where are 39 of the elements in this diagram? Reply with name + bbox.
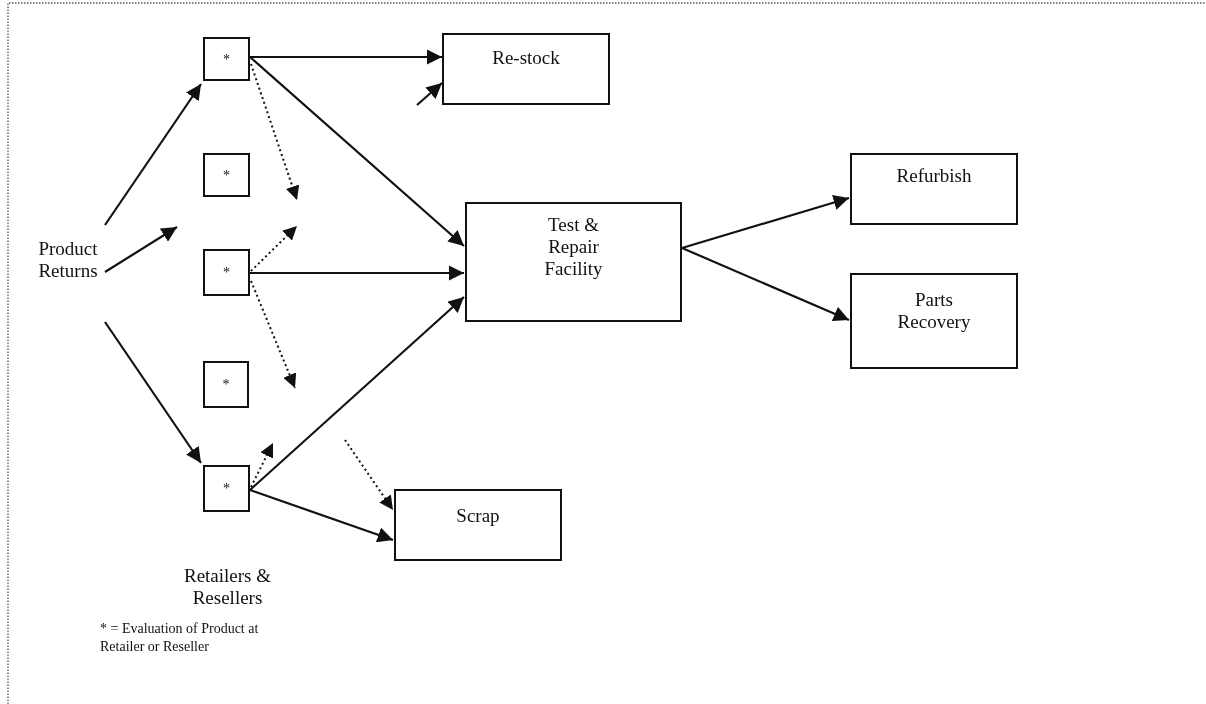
node-label: Test & Repair Facility [543, 214, 604, 280]
arrow [249, 296, 465, 491]
arrow [104, 226, 178, 273]
node-label: * [223, 480, 230, 498]
source-label: Product Returns [37, 238, 99, 282]
node-label: Scrap [456, 505, 500, 527]
arrow [250, 265, 464, 281]
node-label: Parts Recovery [896, 289, 972, 333]
dotted-arrow [250, 225, 298, 272]
evaluation-box [203, 465, 250, 512]
arrow [249, 488, 394, 543]
arrow [416, 82, 443, 106]
arrow [249, 56, 465, 247]
footnote: * = Evaluation of Product at Retailer or Reseller [100, 620, 260, 656]
evaluation-box [203, 249, 250, 296]
dotted-arrow [250, 63, 300, 201]
node-label: * [223, 264, 230, 282]
arrow [681, 247, 850, 321]
group-caption: Retailers & Resellers [182, 565, 273, 609]
process-box [850, 273, 1018, 369]
dotted-arrow [250, 442, 274, 488]
dotted-arrow [250, 280, 297, 389]
arrow [250, 49, 442, 65]
dotted-arrow [344, 439, 394, 511]
process-box [442, 33, 610, 105]
node-label: Refurbish [896, 165, 972, 187]
evaluation-box [203, 153, 250, 197]
arrow [104, 83, 202, 226]
process-box [394, 489, 562, 561]
evaluation-box [203, 361, 249, 408]
process-box [850, 153, 1018, 225]
node-label: * [223, 167, 230, 185]
evaluation-box [203, 37, 250, 81]
arrow [104, 321, 202, 464]
arrow [681, 195, 850, 250]
node-label: * [222, 376, 230, 394]
process-box [465, 202, 682, 322]
node-label: Re-stock [492, 47, 560, 69]
node-label: * [223, 51, 230, 69]
